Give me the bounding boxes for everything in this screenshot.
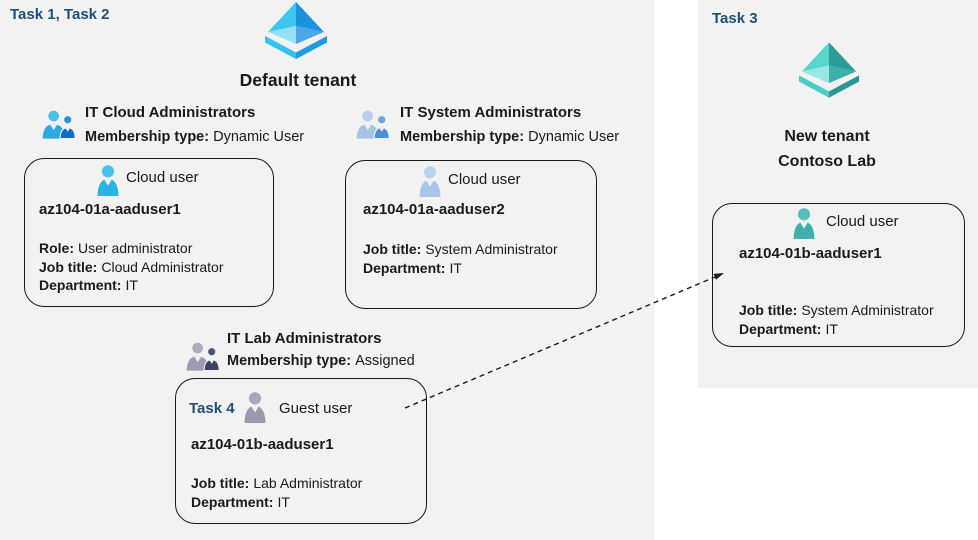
- new-tenant-user-card: Cloud user az104-01b-aaduser1 Job title:…: [712, 203, 965, 347]
- user-name: az104-01b-aaduser1: [739, 245, 882, 262]
- group-membership: Membership type:Assigned: [227, 353, 415, 369]
- user-name: az104-01b-aaduser1: [191, 436, 334, 453]
- membership-type-value: Dynamic User: [528, 129, 620, 145]
- field-value: System Administrator: [801, 302, 934, 318]
- cloud-user-card-aaduser1: Cloud user az104-01a-aaduser1 Role:User …: [24, 158, 274, 307]
- field-department: Department:IT: [739, 320, 934, 339]
- field-value: Lab Administrator: [253, 475, 363, 491]
- field-value: System Administrator: [425, 241, 558, 257]
- field-label: Job title:: [363, 241, 422, 257]
- user-type-label: Cloud user: [826, 213, 899, 230]
- field-value: IT: [277, 493, 290, 510]
- field-value: Cloud Administrator: [101, 258, 224, 275]
- field-role: Role:User administrator: [39, 239, 224, 258]
- field-label: Department:: [191, 493, 274, 510]
- group-title-lab-admins: IT Lab Administrators: [227, 330, 382, 347]
- default-tenant-region: [0, 0, 655, 540]
- group-icon: [356, 110, 390, 139]
- field-value: User administrator: [78, 240, 193, 256]
- user-name: az104-01a-aaduser2: [363, 201, 505, 218]
- field-label: Job title:: [191, 475, 250, 491]
- field-label: Department:: [363, 259, 446, 276]
- field-job-title: Job title:System Administrator: [363, 240, 558, 259]
- field-department: Department:IT: [363, 259, 558, 278]
- new-tenant-line1: New tenant: [784, 128, 870, 145]
- azure-ad-tenant-icon: [262, 2, 330, 60]
- task-1-2-label: Task 1, Task 2: [10, 6, 110, 23]
- cloud-user-icon: [97, 165, 119, 196]
- membership-type-label: Membership type:: [227, 353, 352, 369]
- new-tenant-title: New tenant Contoso Lab: [727, 124, 927, 174]
- field-label: Job title:: [739, 302, 798, 318]
- user-fields: Job title:System Administrator Departmen…: [739, 301, 934, 338]
- default-tenant-title: Default tenant: [239, 70, 357, 90]
- group-title-cloud-admins: IT Cloud Administrators: [85, 104, 256, 121]
- user-type-label: Cloud user: [126, 169, 199, 186]
- group-membership: Membership type:Dynamic User: [85, 129, 304, 145]
- field-job-title: Job title:System Administrator: [739, 301, 934, 320]
- field-label: Job title:: [39, 258, 98, 275]
- group-title-system-admins: IT System Administrators: [400, 104, 582, 121]
- group-icon: [186, 342, 220, 371]
- azure-ad-tenant-icon: [798, 42, 860, 99]
- field-job-title: Job title:Lab Administrator: [191, 474, 362, 493]
- user-fields: Job title:System Administrator Departmen…: [363, 240, 558, 277]
- user-fields: Job title:Lab Administrator Department:I…: [191, 474, 362, 511]
- user-fields: Role:User administrator Job title:Cloud …: [39, 239, 224, 295]
- membership-type-value: Dynamic User: [213, 129, 305, 145]
- guest-user-card: Task 4 Guest user az104-01b-aaduser1 Job…: [175, 378, 427, 524]
- cloud-user-icon: [419, 166, 441, 197]
- group-membership: Membership type:Dynamic User: [400, 129, 619, 145]
- field-value: IT: [449, 259, 462, 276]
- field-label: Department:: [39, 277, 122, 293]
- membership-type-value: Assigned: [355, 353, 415, 369]
- cloud-user-icon: [793, 208, 815, 239]
- group-icon: [42, 110, 76, 139]
- task-4-label: Task 4: [189, 400, 235, 417]
- field-value: IT: [125, 277, 138, 293]
- user-name: az104-01a-aaduser1: [39, 201, 181, 218]
- field-job-title: Job title:Cloud Administrator: [39, 258, 224, 277]
- field-label: Department:: [739, 320, 822, 337]
- guest-user-icon: [244, 392, 266, 423]
- membership-type-label: Membership type:: [85, 129, 210, 145]
- field-label: Role:: [39, 240, 74, 256]
- field-value: IT: [825, 320, 838, 337]
- membership-type-label: Membership type:: [400, 129, 525, 145]
- new-tenant-line2: Contoso Lab: [778, 153, 876, 170]
- field-department: Department:IT: [39, 276, 224, 295]
- user-type-label: Guest user: [279, 400, 353, 417]
- task-3-label: Task 3: [712, 10, 758, 27]
- user-type-label: Cloud user: [448, 171, 521, 188]
- cloud-user-card-aaduser2: Cloud user az104-01a-aaduser2 Job title:…: [345, 160, 597, 309]
- field-department: Department:IT: [191, 493, 362, 512]
